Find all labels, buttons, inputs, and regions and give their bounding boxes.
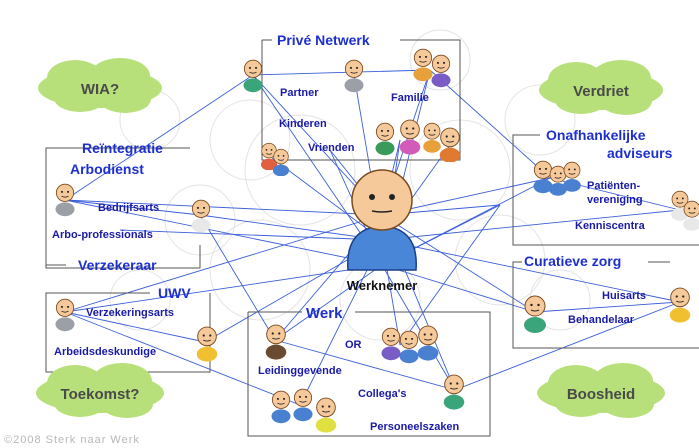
connection-line	[64, 311, 206, 343]
connection-line	[64, 199, 383, 216]
uwv-title: UWV	[158, 285, 191, 301]
connection-line	[274, 339, 456, 391]
label-bedrijfsarts: Bedrijfsarts	[98, 202, 159, 214]
arbeidsdeskundige-person-icon	[196, 326, 218, 362]
label-leidinggevende: Leidinggevende	[258, 365, 342, 377]
cloud-boosheid: Boosheid	[537, 363, 665, 418]
cloud-toekomst-label: Toekomst?	[61, 386, 140, 403]
friend-person-icon-4	[439, 127, 461, 162]
footer-copyright: ©2008 Sterk naar Werk	[4, 434, 140, 446]
box-reintegratie	[45, 147, 201, 269]
label-arbeidsdeskundige: Arbeidsdeskundige	[54, 346, 156, 358]
connection-line	[64, 199, 201, 216]
connection-line	[252, 69, 431, 76]
personeelszaken-person-icon-2	[292, 388, 314, 422]
connection-line	[454, 301, 681, 391]
connection-line	[399, 204, 501, 346]
center-label: Werknemer	[347, 278, 418, 293]
friend-person-icon-2	[399, 119, 421, 156]
collega-person-icon	[443, 374, 465, 411]
label-behandelaar: Behandelaar	[568, 314, 635, 326]
cloud-wia-label: WIA?	[81, 81, 119, 98]
connection-line	[64, 74, 254, 201]
connection-line	[64, 199, 383, 266]
group-boxes	[45, 39, 699, 437]
cloud-wia: WIA?	[38, 58, 162, 113]
label-vrienden: Vrienden	[308, 142, 355, 154]
family-person-icon	[412, 48, 434, 82]
label-or: OR	[345, 339, 362, 351]
verzekeraar-title: Verzekeraar	[78, 257, 157, 273]
werk-title: Werk	[306, 305, 343, 322]
connection-line	[199, 214, 383, 241]
label-personeelszaken: Personeelszaken	[370, 421, 460, 433]
connection-line	[119, 229, 383, 241]
connection-line	[274, 264, 383, 341]
partner-person-icon	[242, 59, 264, 93]
partner-friend-person-icon	[343, 59, 365, 93]
or-person-icon	[380, 327, 402, 361]
label-partner: Partner	[280, 87, 319, 99]
connection-line	[381, 239, 681, 303]
personeelszaken-person-icon-3	[315, 397, 337, 434]
family-person-icon-2	[430, 54, 452, 88]
friend-person-icon-3	[422, 122, 442, 154]
arbodienst-title: Arbodienst	[70, 161, 144, 177]
label-collegas: Collega's	[358, 388, 406, 400]
box-curatieve	[512, 261, 699, 349]
label-arbo-professionals: Arbo-professionals	[52, 229, 153, 241]
connection-line	[381, 264, 456, 391]
connection-line	[64, 264, 383, 313]
label-verzekeringsarts: Verzekeringsarts	[86, 307, 174, 319]
cloud-toekomst: Toekomst?	[36, 363, 164, 418]
curatieve-title: Curatieve zorg	[524, 253, 621, 269]
connection-line	[381, 264, 536, 313]
cloud-boosheid-label: Boosheid	[567, 386, 635, 403]
connection-line	[64, 311, 301, 406]
connection-line	[381, 209, 681, 241]
label-huisarts: Huisarts	[602, 290, 646, 302]
box-werk	[247, 311, 491, 437]
label-patienten: Patiënten-	[587, 180, 641, 192]
box-onafhankelijke	[512, 134, 699, 246]
box-prive-netwerk	[261, 39, 461, 161]
label-vereniging: vereniging	[587, 194, 643, 206]
cloud-verdriet: Verdriet	[539, 60, 663, 115]
connection-line	[64, 214, 383, 313]
adviseurs-title: adviseurs	[607, 145, 673, 161]
prive-netwerk-title: Privé Netwerk	[277, 32, 370, 48]
connection-line	[271, 157, 383, 241]
label-familie: Familie	[391, 92, 429, 104]
verzekeringsarts-person-icon	[54, 298, 76, 332]
connection-line	[199, 214, 276, 341]
center-werknemer: Werknemer	[347, 169, 418, 293]
reintegratie-title: Reïntegratie	[82, 140, 163, 156]
personeelszaken-person-icon	[270, 390, 292, 424]
onafhankelijke-title: Onafhankelijke	[546, 127, 646, 143]
huisarts-person-icon	[669, 287, 691, 324]
behandelaar-person-icon	[523, 295, 547, 334]
friend-person-icon	[374, 122, 396, 156]
cloud-verdriet-label: Verdriet	[573, 83, 629, 100]
connection-line	[429, 69, 551, 179]
connection-line	[534, 301, 681, 313]
label-kinderen: Kinderen	[279, 118, 327, 130]
label-kenniscentra: Kenniscentra	[575, 220, 646, 232]
or-person-icon-2	[398, 330, 420, 364]
